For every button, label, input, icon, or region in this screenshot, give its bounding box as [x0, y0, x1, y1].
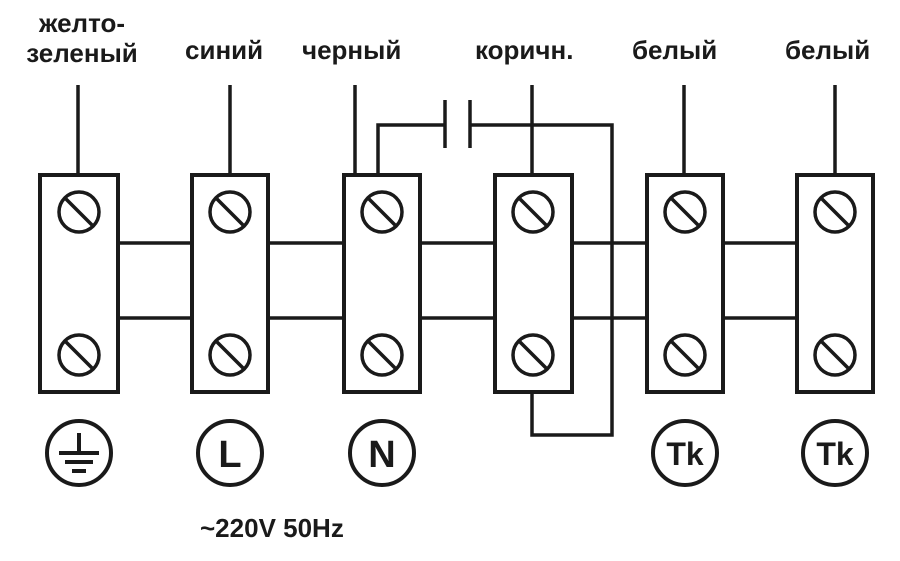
capacitor-icon — [376, 100, 614, 437]
thermal-symbol-2: Tk — [816, 436, 854, 472]
live-symbol: L — [218, 434, 241, 476]
neutral-symbol-circle — [348, 419, 416, 487]
screw-icon — [663, 190, 707, 234]
thermal-symbol-circle-2 — [801, 419, 869, 487]
screw-icon — [663, 333, 707, 377]
label-white-wire-1: белый — [632, 35, 718, 65]
screw-icon — [57, 333, 101, 377]
screw-icon — [360, 333, 404, 377]
screw-icon — [360, 190, 404, 234]
label-brown-wire: коричн. — [475, 35, 574, 65]
thermal-symbol-circle-1 — [651, 419, 719, 487]
screw-icon — [208, 190, 252, 234]
screw-icon — [813, 190, 857, 234]
screw-icon — [208, 333, 252, 377]
label-black-wire: черный — [302, 35, 402, 65]
label-white-wire-2: белый — [785, 35, 871, 65]
ground-icon — [45, 419, 113, 487]
terminal-block-brown — [493, 173, 574, 394]
screw-icon — [511, 333, 555, 377]
label-blue-wire: синий — [185, 35, 264, 65]
screw-icon — [813, 333, 857, 377]
supply-voltage-label: ~220V 50Hz — [200, 513, 344, 543]
thermal-symbol-1: Tk — [666, 436, 704, 472]
label-ground-wire: желто- зеленый — [26, 8, 138, 68]
screw-icon — [511, 190, 555, 234]
live-symbol-circle — [196, 419, 264, 487]
neutral-symbol: N — [368, 434, 395, 476]
screw-icon — [57, 190, 101, 234]
